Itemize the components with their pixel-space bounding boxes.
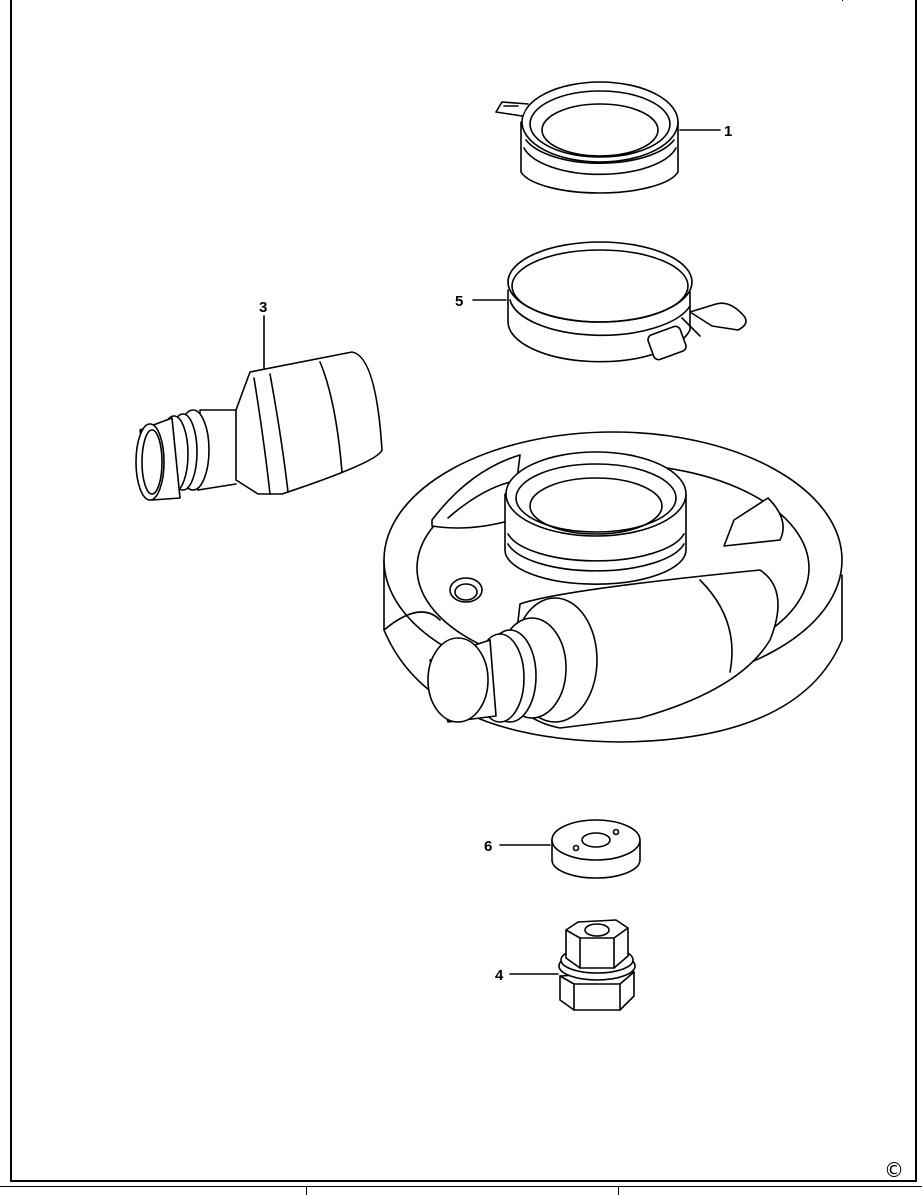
part-label-6: 6: [484, 838, 492, 855]
diagram-frame: [10, 0, 917, 1182]
part-label-4: 4: [495, 967, 504, 984]
flange-washer-icon: [551, 819, 641, 879]
part-label-3: 3: [259, 299, 267, 316]
dust-shroud-icon: [383, 431, 843, 743]
part-label-5: 5: [455, 293, 463, 310]
copyright-mark: ©: [884, 1158, 904, 1182]
lock-nut-icon: [558, 919, 636, 1011]
spindle-collar-ring-icon: [495, 81, 679, 194]
vacuum-adapter-icon: [135, 351, 383, 501]
hose-clamp-icon: [507, 241, 747, 363]
part-label-1: 1: [724, 123, 732, 140]
